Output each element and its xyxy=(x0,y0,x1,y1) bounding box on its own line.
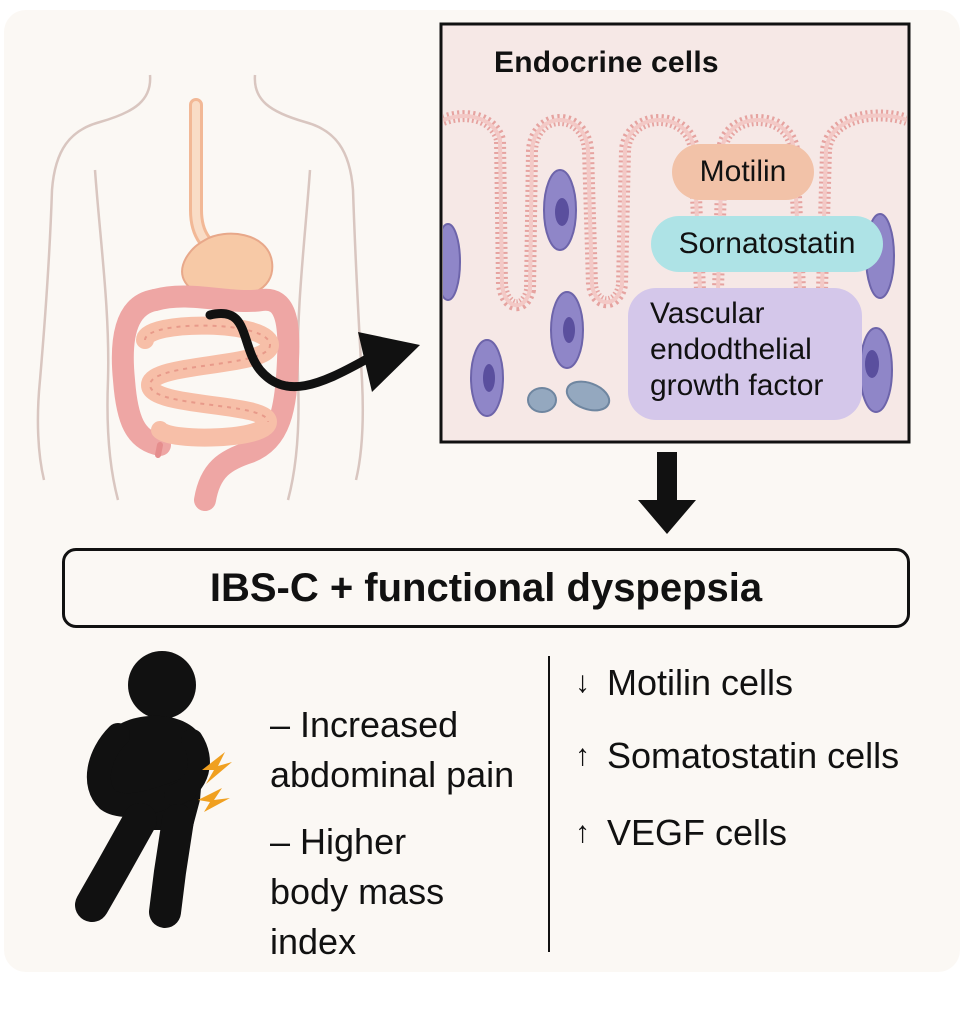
pain-spark-icon xyxy=(198,752,232,812)
symptom-line: abdominal pain xyxy=(270,754,515,795)
down-arrow-icon xyxy=(638,452,696,534)
increase-arrow-icon: ↑ xyxy=(575,816,590,849)
vegf-label: Vascular endodthelial growth factor xyxy=(628,288,862,420)
vegf-label-line2: endodthelial xyxy=(650,333,812,366)
column-divider xyxy=(548,656,550,952)
finding-motilin: ↓ Motilin cells xyxy=(575,662,793,704)
somatostatin-label: Sornatostatin xyxy=(651,216,883,272)
decrease-arrow-icon: ↓ xyxy=(575,666,590,699)
symptom-line: index xyxy=(270,921,357,962)
curved-arrow-icon xyxy=(205,308,420,392)
symptom-line: – Increased xyxy=(270,704,459,745)
vegf-label-line1: Vascular xyxy=(650,297,765,330)
finding-label: VEGF cells xyxy=(607,812,788,853)
symptom-line: – Higher xyxy=(270,821,407,862)
increase-arrow-icon: ↑ xyxy=(575,739,590,772)
panel-title: Endocrine cells xyxy=(494,46,719,79)
finding-label: Somatostatin cells xyxy=(607,735,900,776)
finding-label: Motilin cells xyxy=(607,662,794,703)
symptom-bmi: – Higher body mass index xyxy=(270,817,444,967)
symptom-abdominal-pain: – Increased abdominal pain xyxy=(270,700,514,800)
condition-box: IBS-C + functional dyspepsia xyxy=(62,548,910,628)
finding-somatostatin: ↑ Somatostatin cells xyxy=(575,735,899,777)
symptom-line: body mass xyxy=(270,871,445,912)
digestive-tract-icon xyxy=(111,98,300,511)
person-abdominal-pain-icon xyxy=(75,651,210,928)
vegf-label-line3: growth factor xyxy=(650,369,824,402)
finding-vegf: ↑ VEGF cells xyxy=(575,812,787,854)
motilin-label: Motilin xyxy=(672,144,814,200)
